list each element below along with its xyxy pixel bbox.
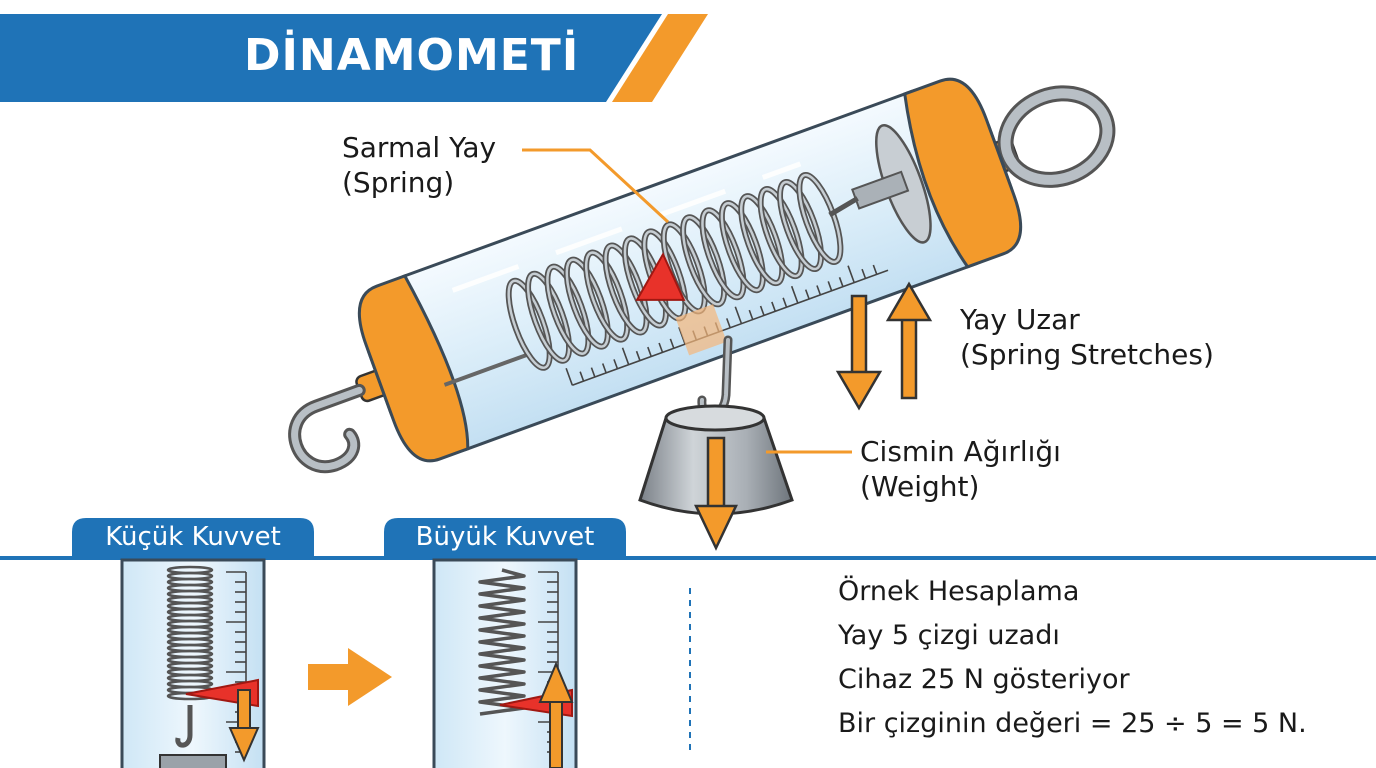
scale-baseline	[572, 269, 889, 386]
tab-small-force	[72, 518, 314, 558]
spring-coil	[478, 568, 526, 716]
scale-tick	[861, 268, 867, 279]
spring-coil-highlight	[565, 258, 610, 348]
scale-tick	[635, 350, 641, 361]
spring-coil-highlight	[720, 201, 765, 292]
scale-tick	[782, 297, 788, 308]
spring-coil-highlight	[584, 251, 629, 341]
spring-coil-highlight	[546, 265, 590, 355]
stretch-arrows	[835, 281, 933, 411]
example-line-2: Cihaz 25 N gösteriyor	[838, 664, 1130, 695]
scale-tick	[579, 371, 585, 382]
label-stretch-line1: Yay Uzar	[960, 303, 1080, 336]
scale-tick	[872, 264, 878, 275]
indicator-pointer	[635, 252, 686, 301]
example-title: Örnek Hesaplama	[838, 576, 1080, 607]
measurement-scale	[565, 264, 889, 386]
scale-tick	[816, 285, 822, 296]
scale-tick	[613, 359, 619, 370]
scale-tick	[601, 363, 607, 374]
spring-coil-highlight	[681, 216, 726, 306]
spring-coil-highlight	[759, 187, 803, 278]
title-banner	[0, 14, 708, 102]
left-end-cap	[357, 274, 470, 463]
scale-tick	[678, 326, 686, 345]
weight-force-arrow	[694, 436, 738, 551]
small-force-device	[120, 558, 266, 768]
scale-tick	[734, 306, 743, 324]
label-spring-line1: Sarmal Yay	[342, 131, 497, 164]
label-spring: Sarmal Yay (Spring)	[342, 130, 496, 200]
label-spring-line2: (Spring)	[342, 166, 455, 199]
dynamometer	[288, 77, 1116, 474]
scale-tick	[565, 368, 574, 386]
scale-tick	[804, 289, 810, 300]
label-weight-line1: Cismin Ağırlığı	[860, 435, 1061, 468]
transition-arrow	[308, 648, 392, 706]
scale-tick	[759, 305, 765, 316]
scale-tick	[827, 281, 833, 292]
scale-tick	[647, 346, 652, 357]
spring-coil-highlight	[604, 244, 648, 334]
tab-large-force	[384, 518, 626, 558]
example-line-3: Bir çizginin değeri = 25 ÷ 5 = 5 N.	[838, 708, 1307, 739]
scale-tick	[847, 265, 855, 283]
scale-tick	[790, 285, 799, 304]
scale-tick	[621, 347, 630, 365]
scale-tick	[748, 309, 754, 320]
spring-coil-highlight	[507, 279, 551, 370]
scale-tick	[725, 318, 731, 329]
spring-coil-highlight	[778, 180, 823, 271]
large-force-device	[432, 558, 578, 768]
example-line-1: Yay 5 çizgi uzadı	[838, 620, 1060, 651]
label-weight: Cismin Ağırlığı (Weight)	[860, 434, 1061, 504]
spring-connector	[828, 196, 859, 218]
scale-tick	[838, 277, 844, 287]
label-weight-line2: (Weight)	[860, 470, 980, 503]
scale-tick	[771, 301, 777, 312]
scale-tick	[658, 342, 664, 353]
tab-large-force-label: Büyük Kuvvet	[415, 522, 595, 552]
tab-small-force-label: Küçük Kuvvet	[105, 522, 281, 552]
spring-coil-highlight	[739, 194, 784, 285]
scale-tick	[669, 338, 675, 349]
scale-tick	[590, 367, 596, 378]
spring-leader-line	[522, 148, 670, 224]
page-title: DİNAMOMETİ	[244, 30, 580, 81]
label-stretch-line2: (Spring Stretches)	[960, 338, 1214, 371]
right-end-cap	[903, 77, 1023, 269]
label-stretch: Yay Uzar (Spring Stretches)	[960, 302, 1214, 372]
